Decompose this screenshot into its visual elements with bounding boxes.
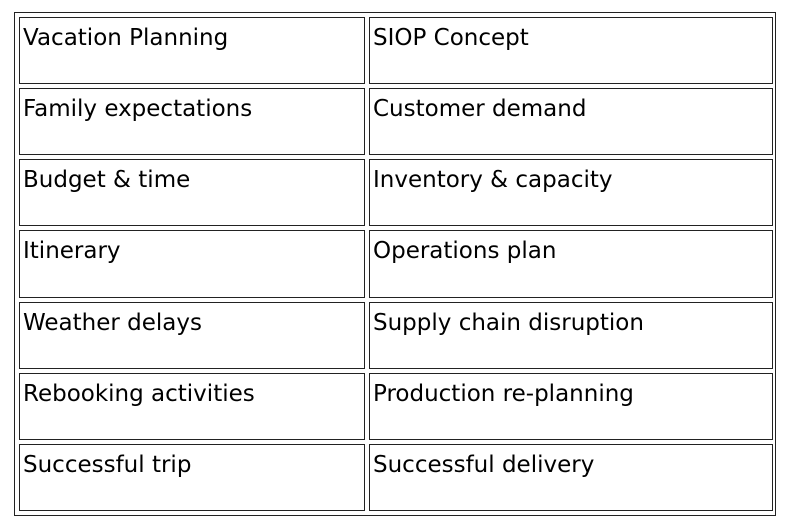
table-cell-siop-concept: Operations plan — [369, 230, 773, 298]
comparison-table: Vacation Planning SIOP Concept Family ex… — [15, 13, 777, 515]
table-row: Itinerary Operations plan — [19, 230, 773, 298]
table-row: Vacation Planning SIOP Concept — [19, 17, 773, 85]
table-row: Budget & time Inventory & capacity — [19, 159, 773, 227]
table-cell-siop-concept: Supply chain disruption — [369, 301, 773, 369]
table-cell-siop-concept: Successful delivery — [369, 443, 773, 511]
table-cell-siop-concept: SIOP Concept — [369, 17, 773, 85]
table-row: Weather delays Supply chain disruption — [19, 301, 773, 369]
table-cell-siop-concept: Customer demand — [369, 88, 773, 156]
table-cell-vacation-planning: Rebooking activities — [19, 372, 365, 440]
table-cell-vacation-planning: Budget & time — [19, 159, 365, 227]
table-cell-vacation-planning: Itinerary — [19, 230, 365, 298]
table-cell-vacation-planning: Weather delays — [19, 301, 365, 369]
comparison-table-frame: Vacation Planning SIOP Concept Family ex… — [14, 12, 776, 516]
table-cell-siop-concept: Production re-planning — [369, 372, 773, 440]
table-cell-vacation-planning: Family expectations — [19, 88, 365, 156]
table-cell-vacation-planning: Successful trip — [19, 443, 365, 511]
table-row: Rebooking activities Production re-plann… — [19, 372, 773, 440]
table-cell-vacation-planning: Vacation Planning — [19, 17, 365, 85]
table-row: Successful trip Successful delivery — [19, 443, 773, 511]
table-cell-siop-concept: Inventory & capacity — [369, 159, 773, 227]
table-row: Family expectations Customer demand — [19, 88, 773, 156]
